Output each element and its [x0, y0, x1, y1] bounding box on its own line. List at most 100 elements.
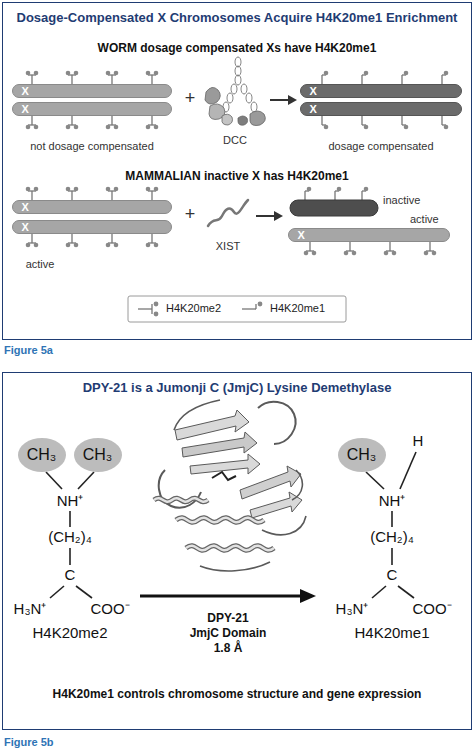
histone-mark	[384, 251, 389, 256]
text-label: COO⁻	[90, 600, 129, 617]
text-label: dosage compensated	[328, 140, 433, 153]
histone-mark	[441, 75, 442, 84]
chromosome: X	[12, 84, 172, 98]
chromosome-label: X	[310, 103, 317, 114]
histone-mark	[309, 242, 310, 251]
histone-mark	[154, 125, 159, 130]
protein-structure	[182, 432, 257, 457]
histone-mark	[444, 71, 449, 76]
histone-mark	[361, 191, 362, 200]
histone-mark	[146, 125, 151, 130]
text-label: H4K20me1	[354, 624, 429, 641]
histone-mark	[114, 71, 119, 76]
text-label: (CH₂)₄	[48, 528, 92, 545]
protein-structure	[174, 400, 306, 571]
histone-mark	[106, 125, 111, 130]
histone-mark	[151, 116, 152, 125]
reaction-arrow	[300, 589, 316, 603]
histone-mark	[26, 71, 31, 76]
xist-rna	[208, 200, 248, 226]
histone-mark	[111, 75, 112, 84]
chemical-bond	[372, 586, 386, 598]
protein-structure	[176, 518, 264, 523]
histone-mark	[304, 251, 309, 256]
legend-text: H4K20me1	[270, 302, 325, 315]
histone-mark	[364, 125, 369, 130]
histone-mark	[114, 125, 119, 130]
chromosome-label: X	[22, 103, 29, 114]
histone-mark	[337, 187, 342, 192]
text-label: MAMMALIAN inactive X has H4K20me1	[125, 170, 348, 184]
dcc-complex	[246, 93, 252, 103]
histone-mark	[334, 191, 335, 200]
text-label: XIST	[216, 240, 240, 253]
histone-mark	[146, 243, 151, 248]
text-label: +	[185, 204, 196, 225]
protein-structure	[176, 518, 264, 523]
dcc-complex	[241, 84, 247, 94]
chromosome: X	[288, 228, 450, 242]
inactive-chromosome	[290, 200, 378, 216]
text-label: NH⁺	[379, 492, 406, 509]
protein-structure	[186, 546, 274, 551]
reaction-arrow	[140, 589, 316, 603]
histone-mark	[441, 116, 442, 125]
chemical-bond	[50, 586, 64, 598]
dcc-complex	[227, 93, 233, 103]
legend-box	[242, 308, 256, 309]
histone-mark	[154, 187, 159, 192]
histone-mark	[404, 125, 409, 130]
chemical-bond	[400, 452, 416, 489]
histone-mark	[34, 187, 39, 192]
histone-mark	[154, 243, 159, 248]
histone-mark	[424, 251, 429, 256]
methyl-group: CH₃	[18, 438, 66, 472]
histone-mark	[321, 75, 322, 84]
histone-mark	[151, 234, 152, 243]
histone-mark	[66, 125, 71, 130]
histone-mark	[324, 71, 329, 76]
chemical-bond	[76, 586, 92, 598]
chromosome-label: X	[22, 221, 29, 232]
panel-title: Dosage-Compensated X Chromosomes Acquire…	[3, 10, 471, 26]
dcc-complex	[205, 87, 220, 104]
legend-box	[128, 296, 346, 322]
process-arrow	[256, 95, 297, 221]
text-label: H4K20me2	[32, 624, 107, 641]
histone-mark	[401, 116, 402, 125]
chromosome: X	[300, 84, 462, 98]
text-label: DCC	[223, 134, 247, 147]
histone-mark	[361, 75, 362, 84]
histone-mark	[429, 242, 430, 251]
dcc-complex	[238, 116, 248, 125]
legend-box	[255, 304, 256, 309]
protein-structure	[154, 498, 208, 501]
chem-group: CH₃	[27, 447, 57, 463]
text-label: JmjC Domain	[190, 627, 267, 641]
chromosome: X	[300, 102, 462, 116]
text-label: H₃N⁺	[336, 600, 369, 617]
histone-mark	[304, 191, 305, 200]
chemical-bond	[46, 472, 62, 489]
chemical-bond	[78, 472, 94, 489]
histone-mark	[114, 243, 119, 248]
legend-box	[154, 302, 159, 307]
protein-structure	[154, 400, 306, 571]
protein-structure	[154, 498, 208, 501]
histone-mark	[26, 243, 31, 248]
protein-structure	[258, 402, 296, 444]
inactive-chromosome	[290, 200, 378, 216]
histone-mark	[66, 71, 71, 76]
process-arrow	[274, 211, 283, 221]
process-arrow	[270, 99, 288, 101]
text-label: active	[410, 213, 439, 226]
text-label: WORM dosage compensated Xs have H4K20me1	[98, 42, 377, 56]
legend-text: H4K20me2	[166, 302, 221, 315]
histone-mark	[26, 125, 31, 130]
histone-mark	[74, 125, 79, 130]
histone-mark	[26, 187, 31, 192]
histone-mark	[404, 71, 409, 76]
chromosome-label: X	[22, 201, 29, 212]
histone-mark	[321, 116, 322, 125]
legend-box	[138, 308, 152, 309]
